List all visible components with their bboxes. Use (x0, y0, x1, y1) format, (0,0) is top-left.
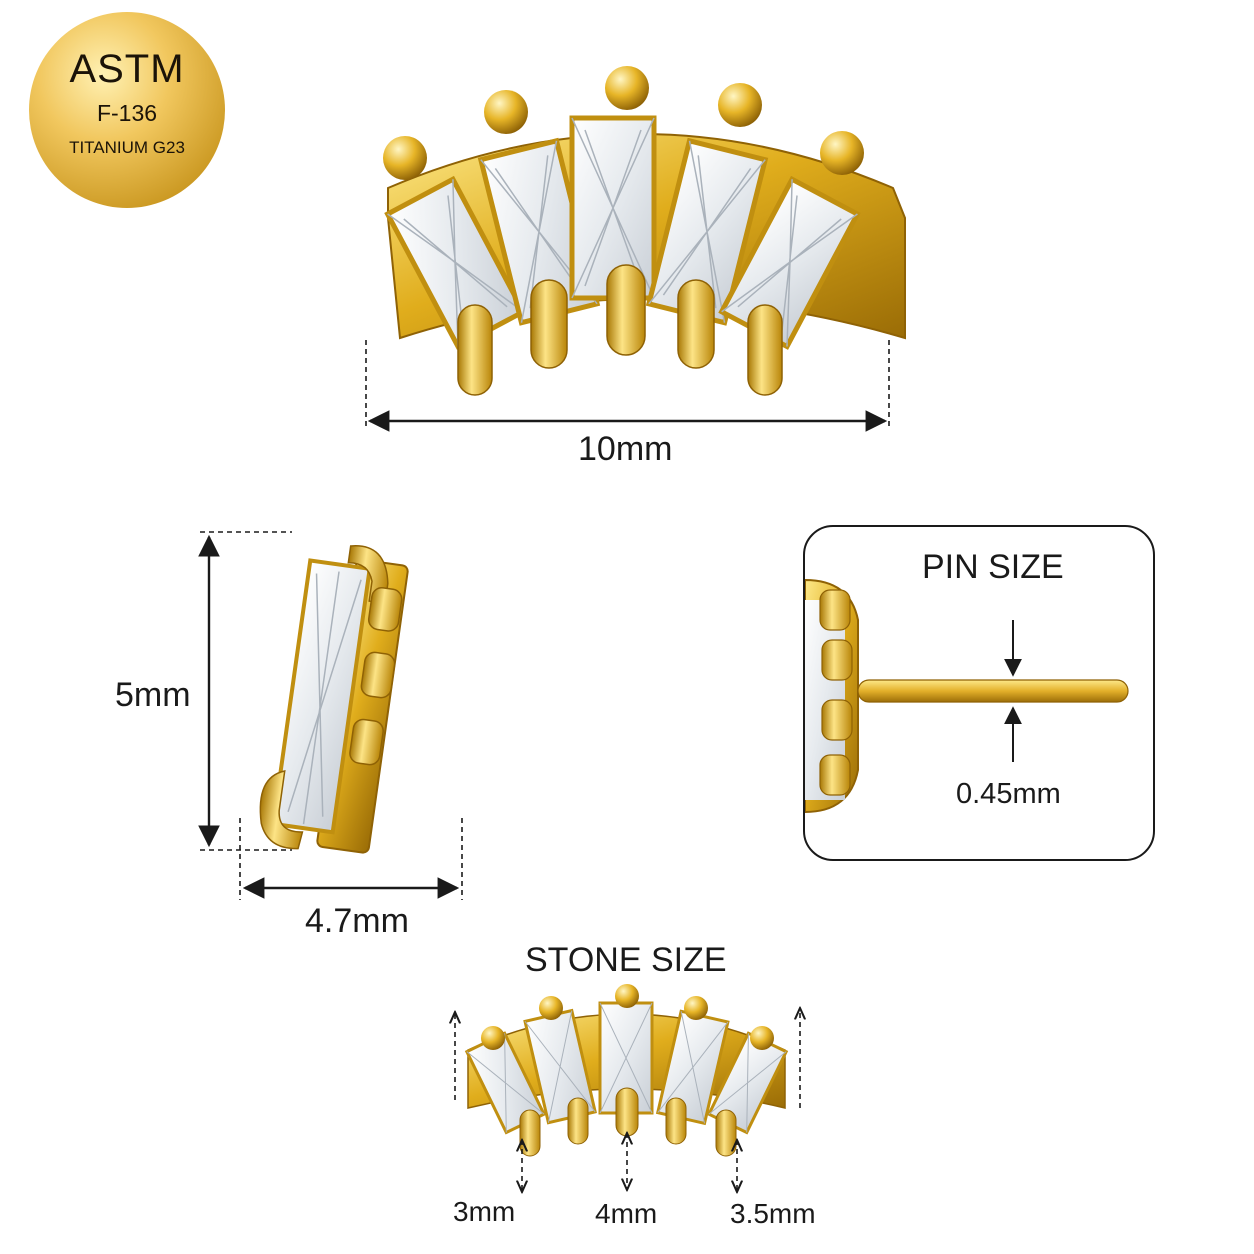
front-bottom-prongs (457, 264, 783, 396)
depth-label: 4.7mm (305, 902, 409, 940)
stone-size-small: 3mm (453, 1196, 516, 1227)
stone-size-stud (464, 984, 789, 1157)
stone-size-arrows (455, 1008, 800, 1192)
badge-standard: F-136 (96, 100, 158, 126)
stone-size-center: 4mm (595, 1198, 658, 1229)
pin-size-box (803, 525, 1155, 861)
pin-gauge-label: 0.45mm (956, 778, 1061, 810)
height-dimension-line (198, 531, 292, 851)
depth-dimension-line (239, 818, 463, 900)
badge-title: ASTM (69, 47, 185, 91)
front-stones (384, 115, 861, 350)
width-label: 10mm (578, 430, 673, 468)
stone-size-title: STONE SIZE (525, 941, 727, 979)
astm-badge (29, 12, 225, 208)
front-view-stud (383, 66, 906, 396)
stone-size-medium: 3.5mm (730, 1198, 816, 1229)
front-top-balls (383, 66, 864, 180)
side-view-stud (259, 545, 409, 854)
badge-material: TITANIUM G23 (69, 138, 185, 157)
width-dimension-line (365, 340, 890, 432)
pin-view (805, 578, 1129, 814)
pin-size-title: PIN SIZE (922, 548, 1064, 586)
height-label: 5mm (115, 676, 191, 714)
